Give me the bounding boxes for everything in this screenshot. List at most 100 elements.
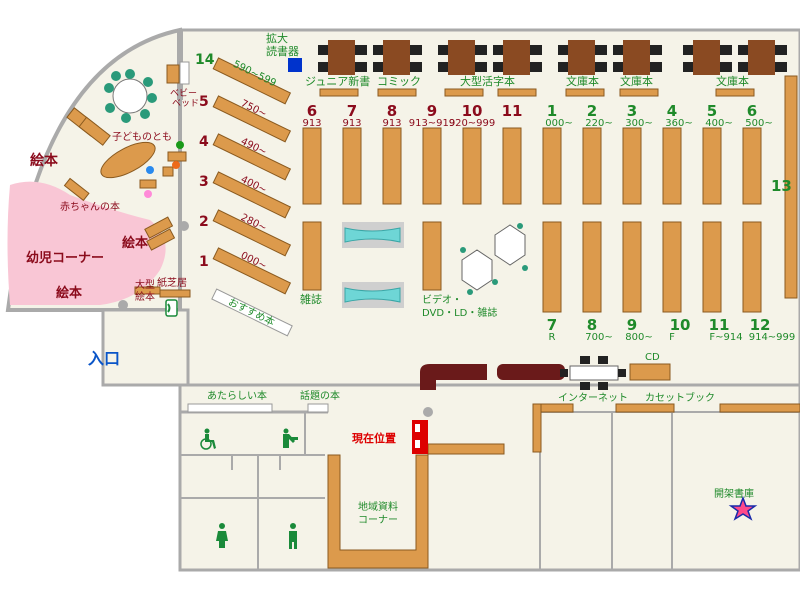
shelf-num: 10 — [670, 316, 691, 334]
shelf-num: 10 — [462, 102, 483, 120]
kids-diagonal-shelves — [211, 57, 293, 337]
baby-bed — [166, 64, 180, 84]
shelf-code: 400~ — [705, 118, 732, 129]
video-label-1: ビデオ・ — [422, 293, 462, 306]
bottom-shelf-labels: 7 R 8 700~ 9 800~ 10 F 11 F~914 12 914~9… — [547, 316, 796, 343]
shelf-num: 8 — [387, 102, 397, 120]
entrance-label: 入口 — [88, 349, 120, 368]
shelf-code: 700~ — [585, 332, 612, 343]
wheelchair-icon — [200, 428, 216, 450]
shelf-num: 3 — [627, 102, 637, 120]
local-materials-label-1: 地域資料 — [358, 500, 398, 513]
shelf-code: 300~ — [625, 118, 652, 129]
shelf-code: F~914 — [709, 332, 742, 343]
shelf-num: 6 — [307, 102, 317, 120]
magnifier-reader-icon — [288, 58, 302, 72]
shelf-num: 4 — [667, 102, 677, 120]
picture-book-label-2: 絵本 — [122, 235, 148, 251]
shelf-num: 2 — [587, 102, 597, 120]
shelf-num: 5 — [707, 102, 717, 120]
bunko-label-1: 文庫本 — [566, 74, 599, 88]
local-materials-label-2: コーナー — [358, 514, 398, 526]
large-print-label: 大型活字本 — [460, 74, 515, 88]
current-location-label: 現在位置 — [352, 431, 396, 445]
top-shelf-labels: 6 913 7 913 8 913 9 913~919 10 920~999 1… — [302, 102, 772, 129]
new-books-label: あたらしい本 — [207, 389, 267, 402]
baby-bed-label-1: ベビー — [170, 88, 197, 99]
reading-table — [318, 40, 367, 75]
cd-label: CD — [645, 352, 660, 363]
topical-books-label: 話題の本 — [300, 389, 340, 402]
large-picture-book-label-1: 大型 — [135, 278, 155, 291]
kids-shelf-num: 5 — [199, 94, 209, 110]
shelf-num: 6 — [747, 102, 757, 120]
shelf-num: 9 — [427, 102, 437, 120]
shelf-num: 9 — [627, 316, 637, 334]
internet-label: インターネット — [558, 392, 628, 404]
floor-area — [5, 27, 800, 572]
shelf-code: 500~ — [745, 118, 772, 129]
kids-book-label: 子どものとも — [112, 131, 172, 143]
baby-book-label: 赤ちゃんの本 — [60, 200, 120, 213]
bunko-label-2: 文庫本 — [620, 74, 653, 88]
new-books-shelf — [187, 403, 273, 413]
preschool-corner-label: 幼児コーナー — [26, 250, 104, 266]
kids-shelf-num: 3 — [199, 174, 209, 190]
open-stacks-label: 開架書庫 — [714, 487, 754, 500]
shelf-num: 7 — [347, 102, 357, 120]
oval-table — [100, 141, 156, 179]
shelf-num: 7 — [547, 316, 557, 334]
men-restroom-icon — [289, 523, 297, 549]
shelf-code: 913 — [382, 118, 401, 129]
pink-stool — [144, 190, 152, 198]
kids-shelf-num: 14 — [195, 52, 215, 68]
cassette-book-label: カセットブック — [645, 391, 715, 404]
picture-book-label-1: 絵本 — [30, 152, 59, 169]
shelf-code: 913~919 — [409, 118, 456, 129]
kamishibai-label: 紙芝居 — [157, 276, 187, 289]
star-icon — [728, 495, 758, 521]
av-booths — [460, 223, 528, 295]
shelf-num: 12 — [750, 316, 771, 334]
reading-table — [738, 40, 787, 75]
shelf-code: F — [669, 332, 675, 343]
reading-table — [373, 40, 422, 75]
aquarium — [342, 222, 404, 308]
picture-book-label-3: 絵本 — [56, 285, 82, 301]
magazine-label: 雑誌 — [300, 292, 322, 306]
shelf-code: 920~999 — [449, 118, 496, 129]
women-restroom-icon — [216, 523, 228, 548]
shelf-code: 800~ — [625, 332, 652, 343]
shelf-code: 913 — [342, 118, 361, 129]
side-shelf-num: 13 — [771, 177, 792, 195]
baby-changing-icon — [283, 428, 298, 448]
reading-table — [558, 40, 607, 75]
kids-shelf-num: 4 — [199, 134, 209, 150]
video-label-2: DVD・LD・雑誌 — [422, 306, 497, 319]
reading-table — [493, 40, 542, 75]
bunko-label-3: 文庫本 — [716, 74, 749, 88]
shelf-code: 220~ — [585, 118, 612, 129]
round-table — [104, 69, 157, 123]
phone-icon — [165, 299, 178, 317]
reading-table — [683, 40, 732, 75]
service-counter — [420, 364, 565, 390]
current-location-marker — [412, 420, 428, 454]
shelf-code: 000~ — [545, 118, 572, 129]
reading-tables — [318, 40, 787, 75]
reading-table — [613, 40, 662, 75]
shelf-num: 11 — [502, 102, 523, 120]
lower-shelves — [327, 403, 800, 569]
kids-book-shelves — [63, 107, 191, 298]
topical-books-shelf — [307, 403, 329, 413]
baby-bed-white — [179, 61, 190, 85]
main-shelves — [302, 75, 798, 313]
shelf-num: 8 — [587, 316, 597, 334]
blue-stool — [146, 166, 154, 174]
comic-label: コミック — [377, 75, 421, 88]
shelf-code: 914~999 — [749, 332, 796, 343]
kids-shelf-num: 2 — [199, 214, 209, 230]
top-header-shelves — [319, 88, 755, 97]
shelf-num: 11 — [709, 316, 730, 334]
